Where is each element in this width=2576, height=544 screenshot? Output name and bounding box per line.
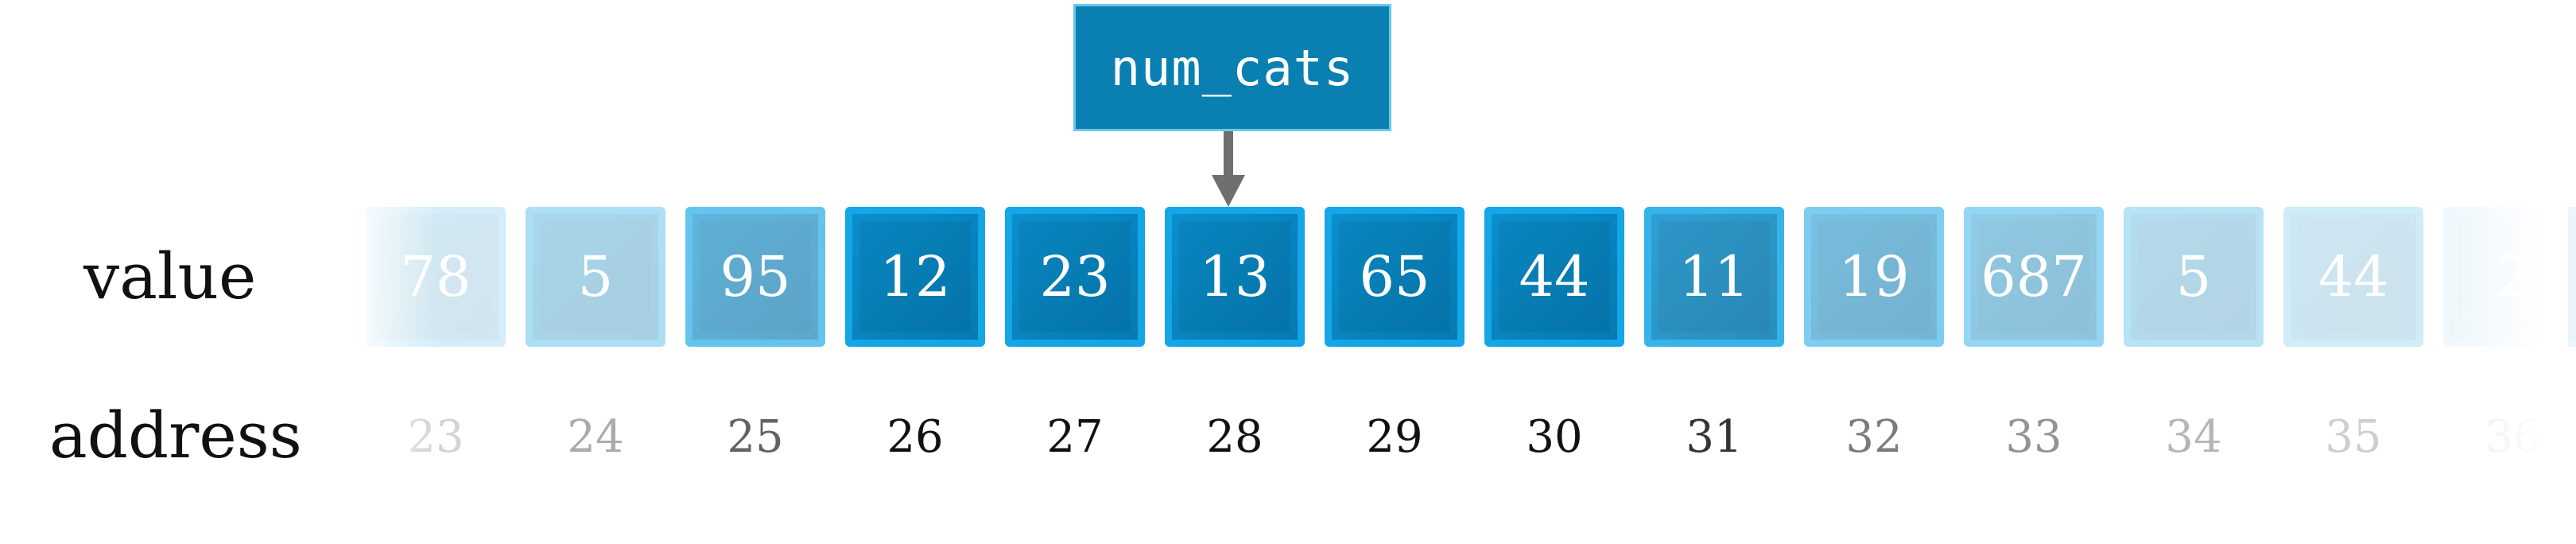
memory-addresses: 23 24 25 26 27 28 29 30 31 32 33 34 35 36	[366, 398, 2541, 477]
memory-address: 27	[1046, 411, 1104, 463]
memory-address: 28	[1206, 411, 1263, 463]
memory-cell: 12	[845, 207, 985, 347]
memory-cell: 23	[1005, 207, 1145, 347]
memory-cell-value: 12	[879, 244, 951, 309]
memory-address: 24	[567, 411, 624, 463]
memory-cell-inner	[1179, 221, 1290, 332]
memory-cell: 65	[1325, 207, 1465, 347]
memory-cell: 5	[2124, 207, 2264, 347]
memory-cell: 44	[1484, 207, 1624, 347]
memory-cell-value: 44	[1519, 244, 1590, 309]
memory-cell: 78	[366, 207, 506, 347]
memory-cell-value: 44	[2318, 244, 2389, 309]
memory-cells: 78 5 95 12 23 13 65 44 11 19 687 5 44 2	[366, 199, 2576, 358]
memory-cell: 19	[1804, 207, 1944, 347]
memory-cell-value: 19	[1838, 244, 1910, 309]
memory-address: 26	[886, 411, 944, 463]
address-row-label: address	[49, 398, 302, 472]
memory-address: 29	[1366, 411, 1423, 463]
memory-cell-value: 2	[2495, 244, 2531, 309]
memory-address: 23	[407, 411, 464, 463]
pointer-arrow-head	[1212, 175, 1245, 207]
value-row-label: value	[83, 239, 257, 313]
memory-address: 35	[2325, 411, 2382, 463]
memory-address: 30	[1526, 411, 1583, 463]
memory-cell: 2	[2443, 207, 2576, 347]
memory-cell: 5	[526, 207, 665, 347]
memory-cell-value: 23	[1039, 244, 1111, 309]
memory-cell-value: 5	[2175, 244, 2212, 309]
memory-address: 32	[1845, 411, 1903, 463]
memory-cell-value: 65	[1359, 244, 1430, 309]
memory-cell-inner	[1499, 221, 1610, 332]
memory-cell: 44	[2283, 207, 2423, 347]
variable-name: num_cats	[1110, 38, 1355, 97]
memory-cell-value: 13	[1199, 244, 1271, 309]
memory-address: 34	[2165, 411, 2222, 463]
memory-cell: 687	[1964, 207, 2104, 347]
memory-address: 31	[1686, 411, 1743, 463]
memory-cell-inner	[859, 221, 971, 332]
pointer-arrow-shaft	[1224, 131, 1233, 177]
memory-cell-inner	[1658, 221, 1770, 332]
memory-address: 36	[2485, 411, 2542, 463]
memory-cell-inner	[1019, 221, 1131, 332]
memory-cell-value: 11	[1678, 244, 1750, 309]
memory-cell: 95	[685, 207, 825, 347]
variable-name-box: num_cats	[1073, 4, 1391, 131]
memory-cell: 13	[1165, 207, 1305, 347]
memory-cell-value: 78	[400, 244, 471, 309]
memory-cell-value: 95	[720, 244, 791, 309]
memory-address: 33	[2005, 411, 2062, 463]
memory-cell-value: 5	[577, 244, 614, 309]
memory-address: 25	[727, 411, 784, 463]
memory-cell-inner	[1339, 221, 1450, 332]
memory-cell-value: 687	[1980, 244, 2087, 309]
memory-cell: 11	[1644, 207, 1784, 347]
